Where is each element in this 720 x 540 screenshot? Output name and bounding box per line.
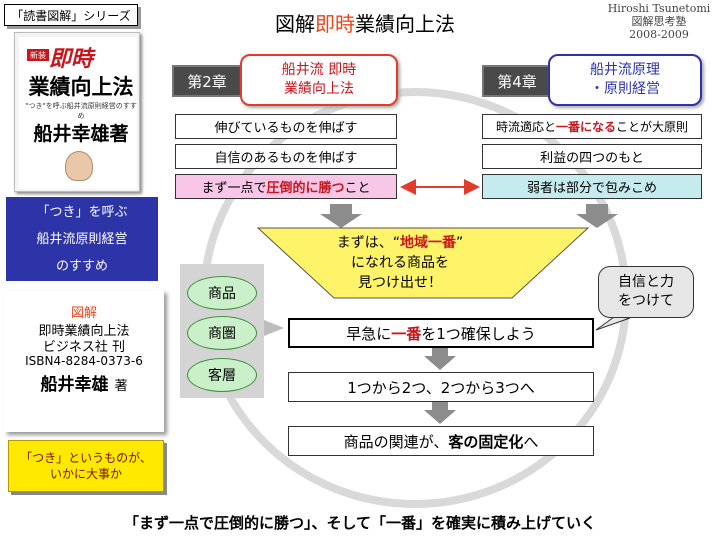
chapter2-title-line1: 船井流 即時: [281, 62, 357, 78]
step-1: 早急に一番を1つ確保しよう: [288, 318, 594, 348]
credit-years: 2008-2009: [629, 28, 689, 41]
title-highlight: 即時: [315, 12, 355, 36]
speech-bubble: 自信と力 をつけて: [598, 266, 694, 318]
chapter2-title-line2: 業績向上法: [283, 81, 354, 97]
note-line-1: 「つき」というものが、: [20, 451, 152, 465]
chapter4-title-line1: 船井流原理: [590, 62, 660, 78]
down-arrow-left: [320, 204, 362, 228]
funnel-text: まずは、“地域一番” になれる商品を 見つけ出せ！: [300, 233, 500, 293]
page-title: 図解即時業績向上法: [200, 8, 530, 37]
book-cover-inner: 新装 即時 業績向上法 "つき"を呼ぶ船井流原則経営のすすめ 船井幸雄著: [19, 37, 137, 189]
chapter2-item3-pre: まず一点で: [201, 181, 267, 196]
category-customer: 客層: [187, 358, 257, 392]
chapter2-tag: 第2章: [172, 65, 242, 97]
credit-org: 図解思考塾: [631, 15, 687, 28]
cover-label: 新装: [27, 49, 49, 61]
funnel-line1-post: ”: [456, 235, 464, 251]
step3-pre: 商品の関連が、: [343, 432, 449, 451]
step1-highlight: 一番: [391, 324, 422, 343]
title-prefix: 図解: [275, 12, 315, 36]
title-suffix: 業績向上法: [355, 12, 455, 36]
funnel-line-2: になれる商品を: [351, 255, 449, 271]
funnel-line-1: まずは、“地域一番”: [300, 233, 500, 253]
chapter4-item1-post: ことが大原則: [616, 120, 689, 134]
subtitle-line-1: 「つき」を呼ぶ: [36, 205, 128, 220]
conclusion-text: 「まず一点で圧倒的に勝つ」、そして「一番」を確実に積み上げていく: [123, 514, 597, 532]
category-to-steps-arrow: [264, 320, 284, 336]
info-publisher: ビジネス社 刊: [42, 340, 126, 355]
info-zukai: 図解: [70, 306, 97, 321]
step1-post: を1つ確保しよう: [421, 324, 536, 343]
book-subtitle-box: 「つき」を呼ぶ 船井流原則経営 のすすめ: [6, 197, 158, 281]
chapter4-item-1: 時流適応と一番になることが大原則: [482, 114, 702, 139]
step3-post: へ: [523, 432, 539, 451]
step-3: 商品の関連が、客の固定化へ: [288, 426, 594, 456]
funnel-shape: [256, 227, 590, 299]
key-point-note: 「つき」というものが、 いかに大事か: [8, 440, 164, 492]
note-line-2: いかに大事か: [49, 467, 122, 481]
down-arrow-right: [576, 204, 618, 228]
info-author-suffix: 著: [114, 379, 128, 394]
bubble-line-1: 自信と力: [618, 274, 674, 290]
step3-bold: 客の固定化: [448, 432, 524, 451]
funnel-line-3: 見つけ出せ！: [358, 275, 442, 291]
chapter4-item1-bold: 一番になる: [555, 120, 616, 134]
series-tag: 「読書図解」シリーズ: [4, 4, 138, 26]
chapter4-tag: 第4章: [482, 65, 552, 97]
bubble-line-2: をつけて: [618, 293, 674, 309]
step1-pre: 早急に: [346, 324, 392, 343]
category-product: 商品: [187, 276, 257, 310]
info-title: 即時業績向上法: [38, 324, 130, 339]
chapter4-item1-pre: 時流適応と: [495, 120, 556, 134]
funnel-line1-pre: まずは、“: [336, 235, 400, 251]
book-cover-image: 新装 即時 業績向上法 "つき"を呼ぶ船井流原則経営のすすめ 船井幸雄著: [14, 32, 140, 192]
subtitle-line-2: 船井流原則経営: [36, 232, 128, 247]
subtitle-line-3: のすすめ: [55, 259, 108, 274]
book-info-panel: 図解 即時業績向上法 ビジネス社 刊 ISBN4-8284-0373-6 船井幸…: [4, 290, 164, 432]
chapter2-item3-post: こと: [344, 181, 371, 196]
chapter4-title-line2: ・原則経営: [590, 81, 660, 97]
info-isbn: ISBN4-8284-0373-6: [25, 354, 143, 368]
cover-title-line2: 業績向上法: [28, 75, 134, 99]
cover-subtitle: "つき"を呼ぶ船井流原則経営のすすめ: [25, 102, 137, 120]
chapter4-item-2: 利益の四つのもと: [482, 144, 702, 169]
chapter4-title: 船井流原理 ・原則経営: [548, 54, 702, 106]
chapter2-item3-bold: 圧倒的に勝つ: [266, 181, 345, 196]
step-2: 1つから2つ、2つから3つへ: [288, 372, 594, 402]
cover-title-line1: 即時: [49, 47, 94, 72]
down-arrow-step1: [424, 348, 456, 370]
info-author: 船井幸雄 著: [4, 370, 164, 395]
chapter2-title: 船井流 即時 業績向上法: [240, 54, 398, 106]
chapter2-item-3: まず一点で圧倒的に勝つこと: [175, 174, 397, 199]
chapter4-item-3: 弱者は部分で包みこめ: [482, 174, 702, 199]
category-trade-area: 商圏: [187, 316, 257, 350]
info-author-name: 船井幸雄: [40, 375, 109, 395]
chapter2-item-2: 自信のあるものを伸ばす: [175, 144, 397, 169]
bubble-tail: [595, 316, 631, 331]
cover-author: 船井幸雄著: [33, 123, 129, 145]
credit-name: Hiroshi Tsunetomi: [607, 2, 711, 15]
chapter2-item-1: 伸びているものを伸ばす: [175, 114, 397, 139]
down-arrow-step2: [424, 402, 456, 424]
funnel-line1-highlight: 地域一番: [400, 235, 456, 251]
author-credit: Hiroshi Tsunetomi 図解思考塾 2008-2009: [600, 2, 718, 41]
author-portrait: [65, 151, 93, 181]
